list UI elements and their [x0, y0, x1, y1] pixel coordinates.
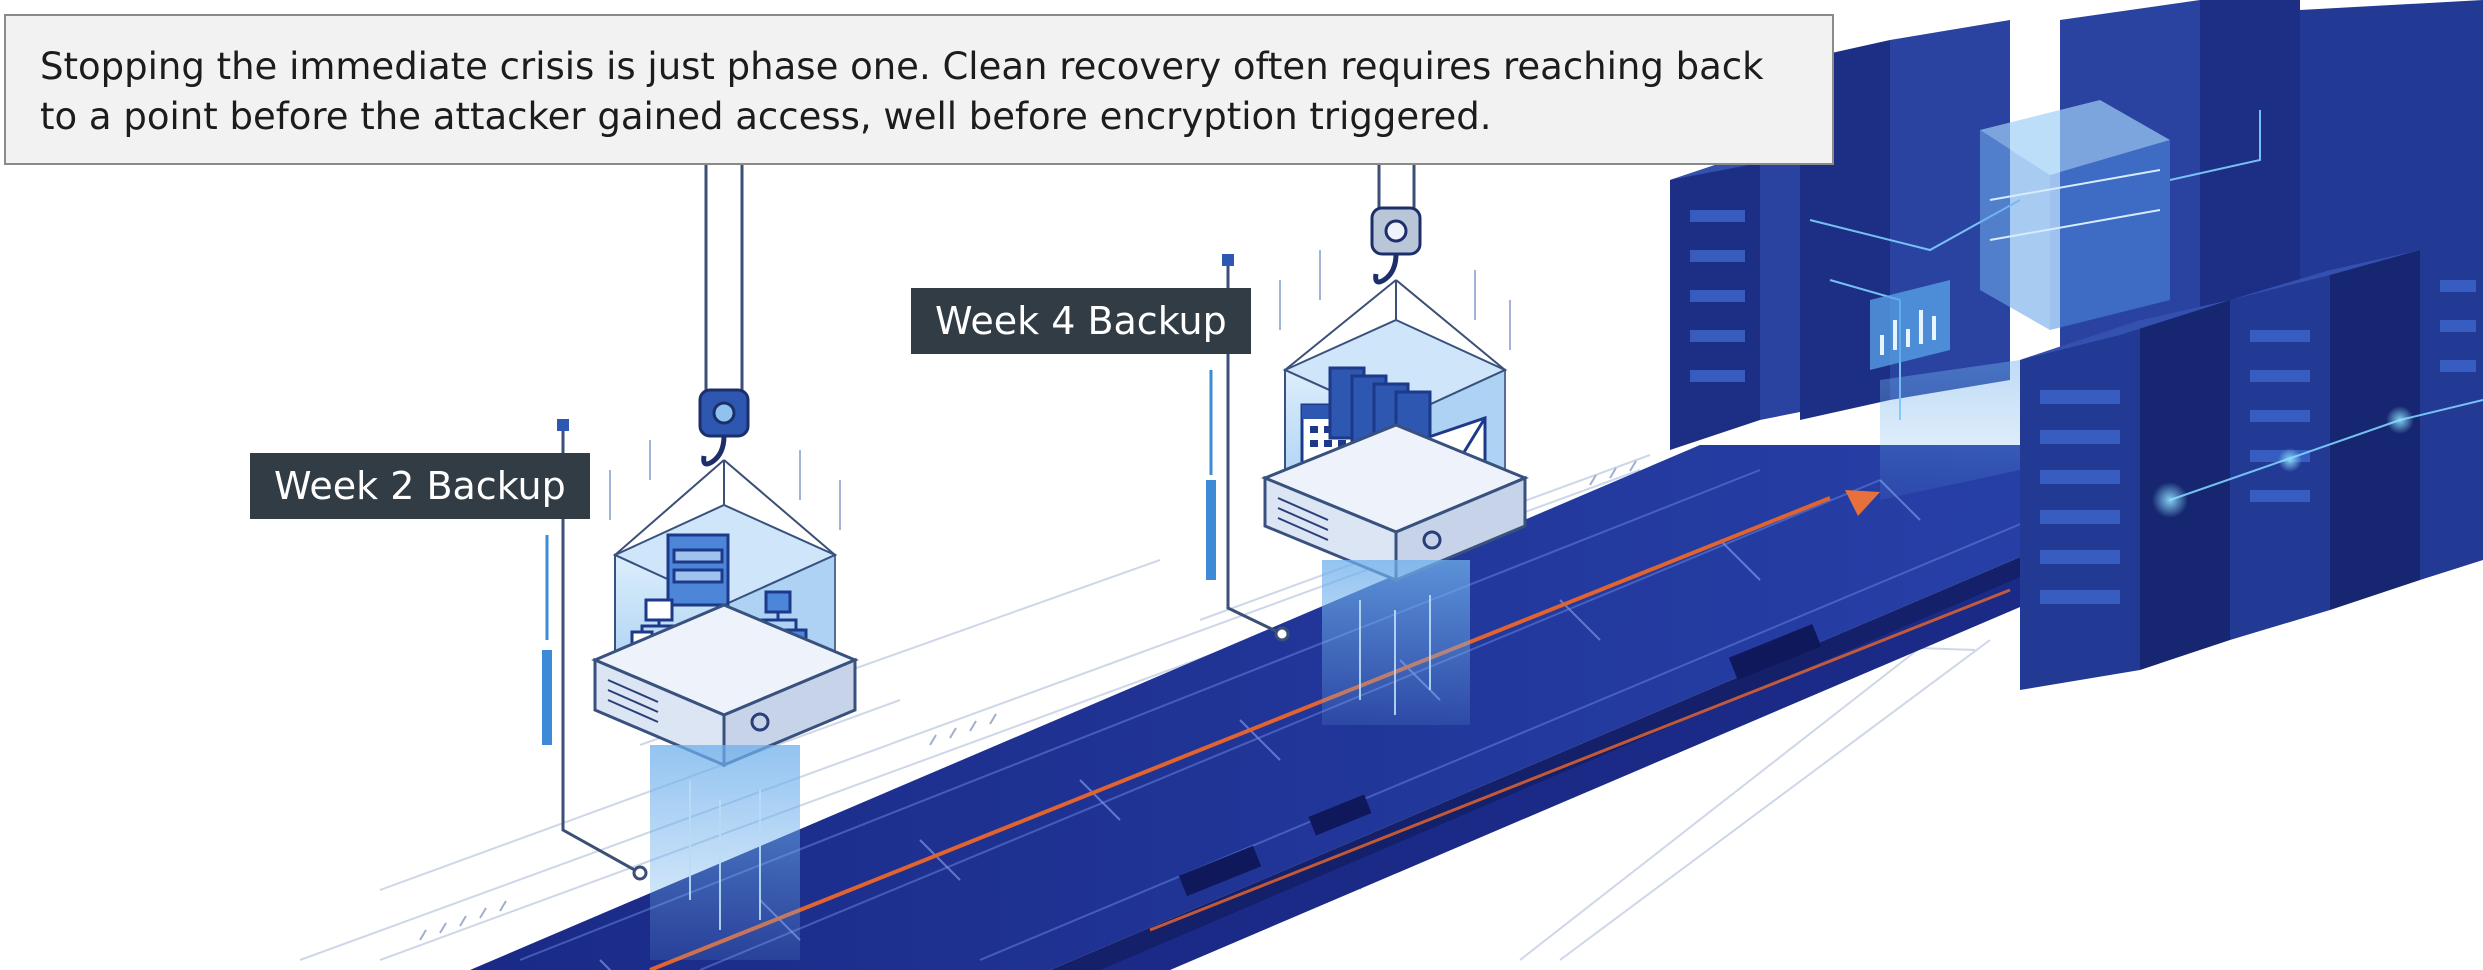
caption-line-1: Stopping the immediate crisis is just ph… — [40, 45, 1764, 88]
server-racks — [1670, 0, 2483, 690]
timeline-progress — [649, 490, 2011, 970]
crane-hook-icon — [698, 388, 750, 467]
week4-callout-pin — [1206, 254, 1290, 642]
conveyor-belt — [470, 445, 2080, 970]
week4-backup-module — [1206, 150, 1529, 725]
data-cube — [1980, 100, 2170, 330]
crane-hook-icon — [1370, 206, 1422, 285]
chart-screen-icon — [1870, 280, 1950, 370]
caption-line-2: to a point before the attacker gained ac… — [40, 95, 1492, 138]
week2-backup-label: Week 2 Backup — [250, 453, 590, 519]
week2-backup-module — [542, 110, 859, 960]
arrow-icon — [1845, 490, 1880, 516]
week2-callout-pin — [542, 419, 648, 881]
caption-box: Stopping the immediate crisis is just ph… — [4, 14, 1834, 165]
week4-backup-label: Week 4 Backup — [911, 288, 1251, 354]
